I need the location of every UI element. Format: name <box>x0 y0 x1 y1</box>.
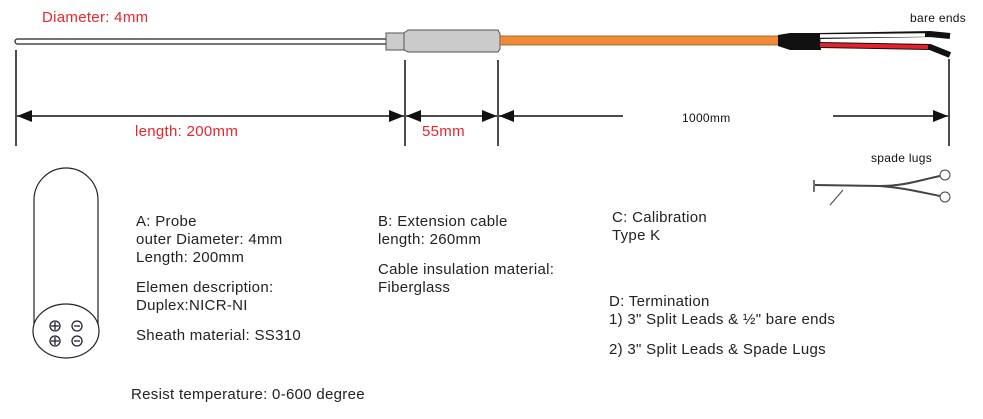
cable-spec-block: B: Extension cable length: 260mm Cable i… <box>378 213 554 297</box>
calibration-value: Type K <box>612 227 661 244</box>
insulation-label: Cable insulation material: <box>378 261 555 278</box>
element-label: Elemen description: <box>136 279 274 296</box>
probe-sheath <box>14 38 388 45</box>
fitting-length-label: 55mm <box>422 123 465 140</box>
termination-title: D: Termination <box>609 293 710 310</box>
probe-length-label: length: 200mm <box>135 123 239 140</box>
cable-title: B: Extension cable <box>378 213 508 230</box>
extension-cable <box>499 35 780 46</box>
termination-option-1: 1) 3" Split Leads & ½" bare ends <box>609 311 836 328</box>
insulation-value: Fiberglass <box>378 279 451 296</box>
transition-fitting <box>385 29 501 53</box>
probe-title: A: Probe <box>136 213 197 230</box>
probe-cross-section <box>32 167 100 359</box>
thermocouple-terminals <box>49 320 83 347</box>
probe-outer-diameter: outer Diameter: 4mm <box>136 231 283 248</box>
resist-temperature: Resist temperature: 0-600 degree <box>131 386 365 403</box>
probe-spec-block: A: Probe outer Diameter: 4mm Length: 200… <box>136 213 301 345</box>
element-value: Duplex:NICR-NI <box>136 297 248 314</box>
calibration-title: C: Calibration <box>612 209 708 226</box>
spade-lugs-illustration <box>813 169 951 206</box>
cable-length: length: 260mm <box>378 231 482 248</box>
bare-ends-label: bare ends <box>910 11 967 25</box>
calibration-block: C: Calibration Type K <box>612 209 707 245</box>
cable-end-sleeve <box>778 33 821 50</box>
termination-block: D: Termination 1) 3" Split Leads & ½" ba… <box>609 293 835 359</box>
termination-option-2: 2) 3" Split Leads & Spade Lugs <box>609 341 826 358</box>
cable-length-label: 1000mm <box>682 111 731 125</box>
diameter-label: Diameter: 4mm <box>42 9 149 26</box>
spade-lugs-label: spade lugs <box>871 151 933 165</box>
sheath-material: Sheath material: SS310 <box>136 327 302 344</box>
lead-wires <box>819 30 952 58</box>
dimension-lines <box>15 50 950 146</box>
probe-length: Length: 200mm <box>136 249 245 266</box>
